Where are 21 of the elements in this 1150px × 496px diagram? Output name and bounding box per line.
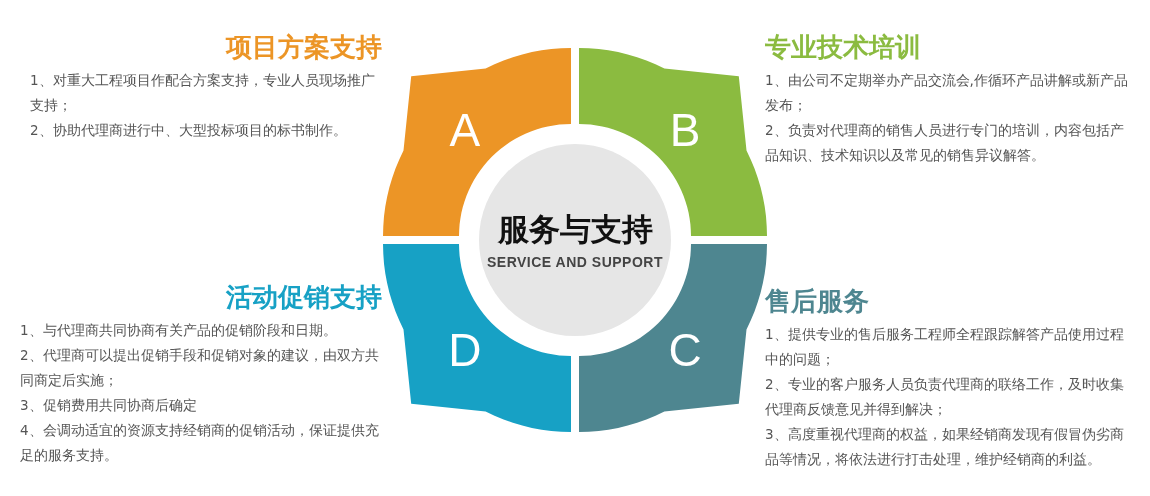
section-heading: 专业技术培训	[765, 31, 922, 64]
list-item: 1、由公司不定期举办产品交流会,作循环产品讲解或新产品发布；	[765, 71, 1129, 115]
list-item: 4、会调动适宜的资源支持经销商的促销活动，保证提供充足的服务支持。	[20, 421, 380, 465]
center-subtitle: SERVICE AND SUPPORT	[487, 254, 663, 270]
list-item: 1、提供专业的售后服务工程师全程跟踪解答产品使用过程中的问题；	[765, 325, 1125, 369]
section-heading: 活动促销支持	[225, 281, 382, 314]
list-item: 1、对重大工程项目作配合方案支持，专业人员现场推广支持；	[30, 71, 376, 115]
section-heading: 售后服务	[765, 285, 870, 318]
list-item: 1、与代理商共同协商有关产品的促销阶段和日期。	[20, 321, 338, 340]
list-item: 2、协助代理商进行中、大型投标项目的标书制作。	[30, 121, 348, 140]
section-heading: 项目方案支持	[224, 31, 382, 64]
segment-letter: D	[448, 327, 482, 374]
segment-letter: A	[449, 106, 481, 153]
segment-letter: B	[669, 106, 701, 153]
center-title: 服务与支持	[497, 210, 653, 248]
list-item: 2、专业的客户服务人员负责代理商的联络工作，及时收集代理商反馈意见并得到解决；	[765, 375, 1125, 419]
list-item: 2、代理商可以提出促销手段和促销对象的建议，由双方共同商定后实施；	[20, 346, 380, 390]
list-item: 3、促销费用共同协商后确定	[20, 396, 198, 415]
list-item: 2、负责对代理商的销售人员进行专门的培训，内容包括产品知识、技术知识以及常见的销售异议解答。	[765, 121, 1125, 165]
list-item: 3、高度重视代理商的权益，如果经销商发现有假冒伪劣商品等情况，将依法进行打击处理，维护经销商的利益。	[765, 425, 1125, 469]
segment-letter: C	[668, 327, 702, 374]
